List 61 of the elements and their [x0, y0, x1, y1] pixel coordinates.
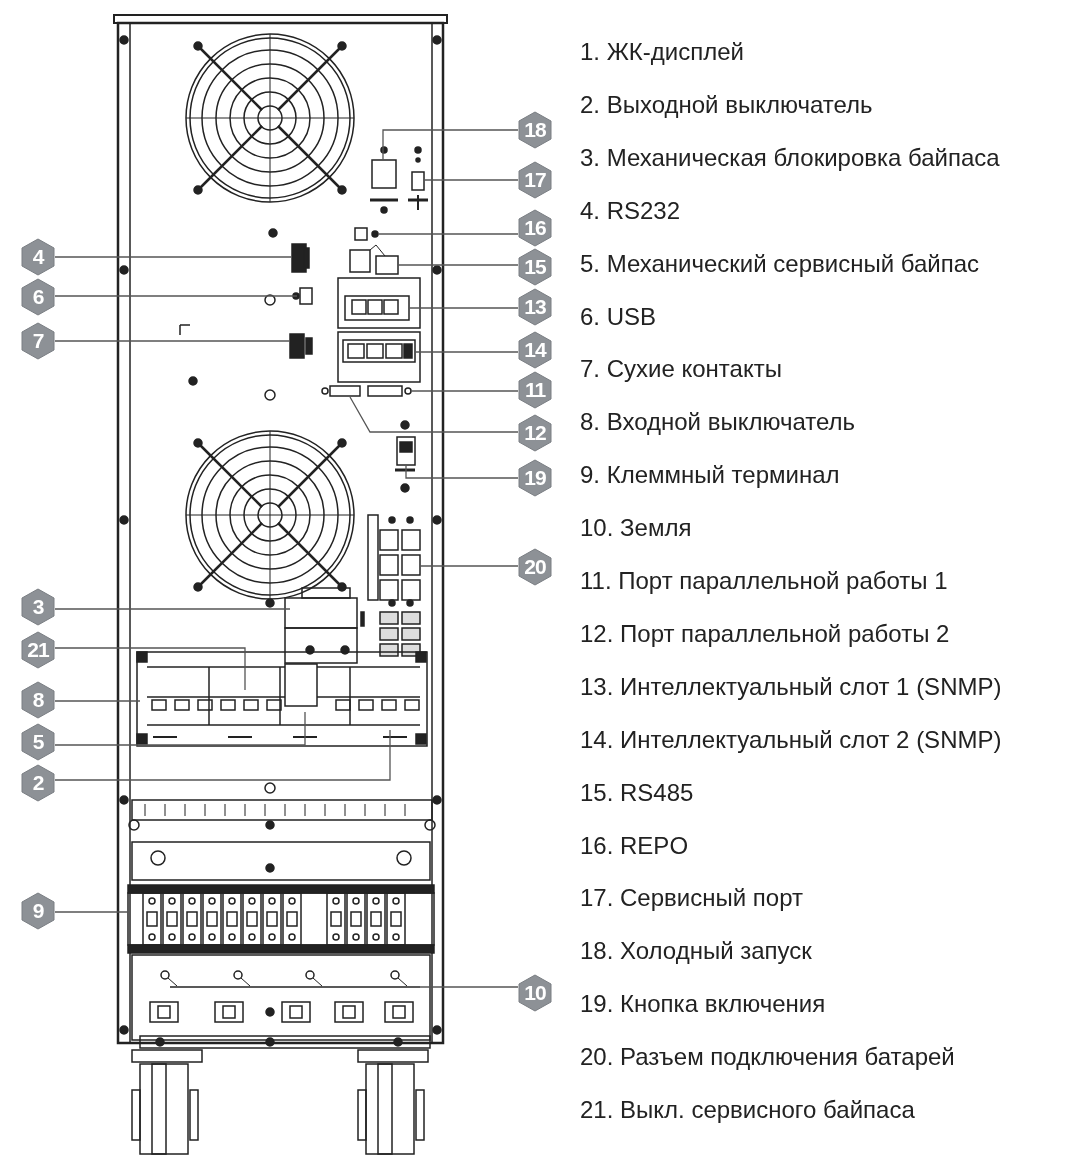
leader-line	[382, 129, 519, 161]
list-item: 10. Земля	[580, 514, 692, 543]
leader-line	[397, 264, 519, 266]
list-item: 21. Выкл. сервисного байпаса	[580, 1096, 915, 1124]
callout-number: 14	[518, 331, 552, 369]
callout-number: 19	[518, 459, 552, 497]
list-item: 14. Интеллектуальный слот 2 (SNMP)	[580, 725, 1002, 754]
callout-number: 18	[518, 111, 552, 149]
leader-line	[408, 307, 519, 309]
leader-line	[54, 340, 291, 342]
leader-line	[377, 233, 519, 235]
callout-number: 16	[518, 209, 552, 247]
callout-number: 3	[21, 588, 55, 626]
leader-line	[54, 711, 306, 746]
callout-number: 4	[21, 238, 55, 276]
leader-line	[54, 911, 129, 913]
leader-line	[54, 700, 141, 702]
callout-number: 13	[518, 288, 552, 326]
list-item: 3. Механическая блокировка байпаса	[580, 143, 1000, 172]
leader-line	[54, 295, 298, 297]
list-item: 18. Холодный запуск	[580, 937, 812, 966]
list-item: 16. REPO	[580, 831, 689, 860]
leader-line	[54, 729, 391, 781]
callout-number: 10	[518, 974, 552, 1012]
callout-number: 7	[21, 322, 55, 360]
callout-number: 5	[21, 723, 55, 761]
leader-line	[54, 647, 246, 691]
leader-line	[419, 986, 519, 988]
callout-number: 15	[518, 248, 552, 286]
list-item: 15. RS485	[580, 778, 694, 807]
leader-line	[414, 351, 519, 353]
callout-number: 8	[21, 681, 55, 719]
list-item: 20. Разъем подключения батарей	[580, 1043, 955, 1072]
list-item: 17. Сервисный порт	[580, 884, 803, 913]
list-item: 9. Клеммный терминал	[580, 461, 840, 490]
list-item: 4. RS232	[580, 196, 681, 225]
leader-line	[349, 396, 519, 433]
callout-number: 2	[21, 764, 55, 802]
list-item: 1. ЖК-дисплей	[580, 38, 744, 66]
list-item: 8. Входной выключатель	[580, 408, 855, 437]
list-item: 5. Механический сервисный байпас	[580, 249, 980, 278]
callout-number: 11	[518, 371, 552, 409]
list-item: 19. Кнопка включения	[580, 990, 826, 1019]
leader-line	[423, 179, 519, 181]
callout-number: 17	[518, 161, 552, 199]
list-item: 6. USB	[580, 302, 657, 331]
callout-number: 6	[21, 278, 55, 316]
list-item: 2. Выходной выключатель	[580, 90, 873, 119]
leader-line	[54, 608, 291, 610]
list-item: 11. Порт параллельной работы 1	[580, 567, 948, 595]
callout-number: 21	[21, 631, 55, 669]
callout-number: 9	[21, 892, 55, 930]
leader-line	[405, 465, 519, 479]
list-item: 13. Интеллектуальный слот 1 (SNMP)	[580, 672, 1002, 701]
callout-number: 12	[518, 414, 552, 452]
leader-line	[410, 390, 519, 392]
leader-line	[54, 256, 293, 258]
list-item: 12. Порт параллельной работы 2	[580, 619, 950, 648]
list-item: 7. Сухие контакты	[580, 355, 782, 384]
leader-line	[419, 565, 519, 567]
callout-number: 20	[518, 548, 552, 586]
